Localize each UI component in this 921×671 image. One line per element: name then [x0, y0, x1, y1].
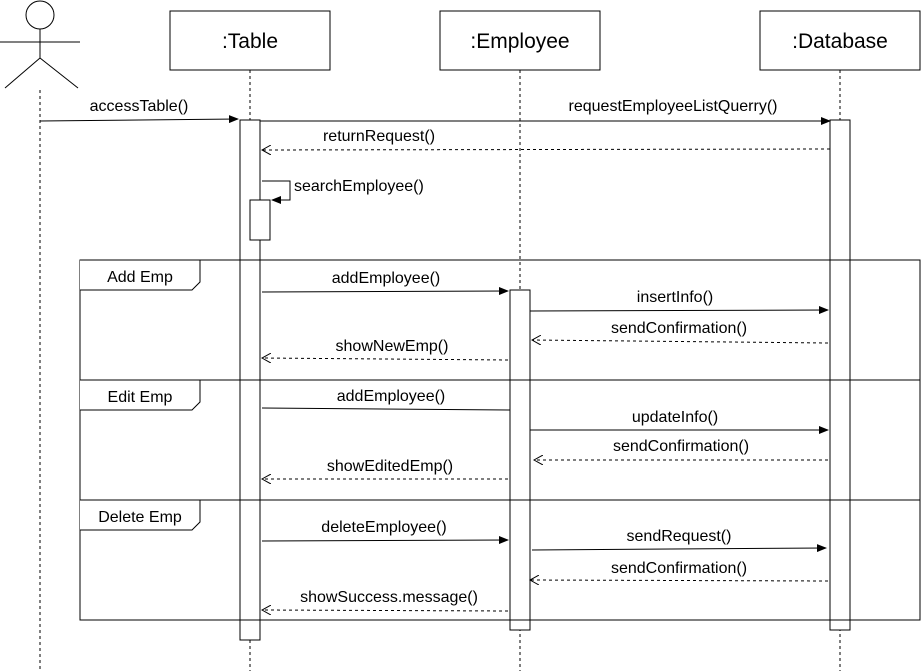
frame-edit-emp: Edit Emp — [79, 379, 921, 501]
frame-add-emp: Add Emp — [79, 259, 921, 381]
frame-add-emp-label: Add Emp — [107, 269, 173, 286]
msg-search-employee-label: searchEmployee() — [294, 178, 424, 195]
msg-delete-employee-label: deleteEmployee() — [321, 519, 446, 536]
msg-return-request-label: returnRequest() — [323, 128, 435, 145]
msg-update-info-label: updateInfo() — [632, 409, 718, 426]
msg-edit-add-employee-label: addEmployee() — [337, 388, 446, 405]
participant-table: :Table — [169, 10, 331, 71]
frame-delete-emp-label: Delete Emp — [98, 509, 182, 526]
messages — [39, 115, 831, 611]
frame-delete-emp: Delete Emp — [79, 499, 921, 621]
participant-database: :Database — [759, 10, 921, 71]
msg-edit-add-employee-arrow — [261, 407, 511, 411]
msg-show-success-arrow — [262, 610, 509, 611]
msg-return-request-arrow — [262, 149, 831, 150]
msg-show-new-emp-arrow — [262, 358, 509, 360]
msg-send-request-arrow — [531, 544, 827, 553]
table-self-activation — [249, 199, 271, 241]
activation-bars — [239, 119, 851, 641]
actor-figure — [0, 0, 80, 89]
msg-delete-employee-arrow — [261, 536, 509, 545]
msg-search-employee-arrow — [262, 180, 291, 204]
employee-activation — [509, 289, 531, 631]
participant-table-label: :Table — [222, 30, 278, 53]
database-activation — [829, 119, 851, 631]
msg-request-list-label: requestEmployeeListQuerry() — [569, 98, 778, 115]
msg-send-confirmation-3-label: sendConfirmation() — [611, 560, 747, 577]
participant-employee: :Employee — [439, 10, 601, 71]
msg-show-success-label: showSuccess.message() — [300, 589, 478, 606]
msg-send-request-label: sendRequest() — [627, 528, 732, 545]
msg-send-confirmation-3-arrow — [530, 580, 829, 581]
participant-database-label: :Database — [792, 30, 888, 53]
msg-show-new-emp-label: showNewEmp() — [336, 338, 449, 355]
msg-show-edited-emp-label: showEditedEmp() — [327, 458, 453, 475]
frame-edit-emp-label: Edit Emp — [108, 389, 173, 406]
msg-access-table-label: accessTable() — [90, 98, 189, 115]
lifelines — [39, 70, 841, 671]
msg-access-table-arrow — [39, 115, 239, 124]
message-labels: accessTable() requestEmployeeListQuerry(… — [90, 98, 778, 606]
msg-insert-info-arrow — [529, 306, 829, 315]
msg-insert-info-label: insertInfo() — [637, 289, 713, 306]
participant-employee-label: :Employee — [470, 30, 569, 53]
msg-send-confirmation-1-label: sendConfirmation() — [611, 320, 747, 337]
msg-send-confirmation-1-arrow — [532, 340, 829, 343]
msg-add-employee-label: addEmployee() — [332, 270, 441, 287]
msg-send-confirmation-2-label: sendConfirmation() — [613, 438, 749, 455]
msg-add-employee-arrow — [261, 287, 509, 296]
